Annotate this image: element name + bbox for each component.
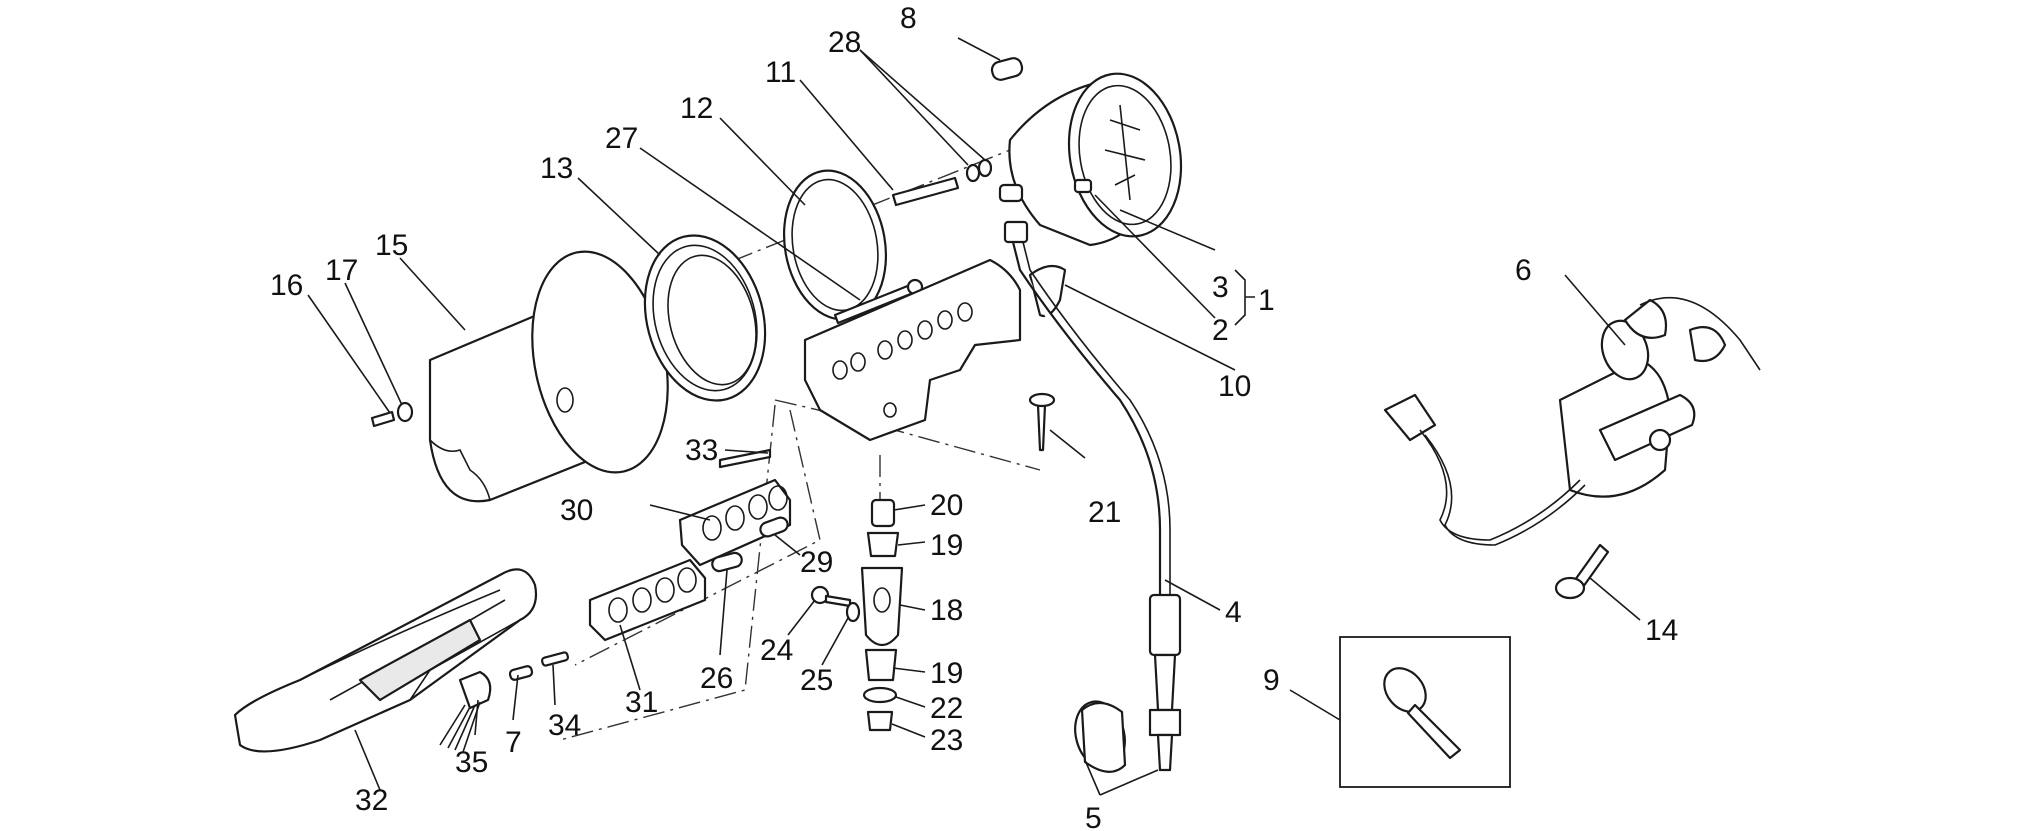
callout-31: 31 (625, 686, 658, 719)
leader-lines (307, 37, 1641, 796)
part-16-screw (370, 410, 396, 428)
part-1-speedometer (998, 72, 1183, 247)
callout-7: 7 (505, 726, 522, 759)
part-20-spacer (870, 498, 896, 528)
part-25-washer (845, 601, 861, 623)
callout-21: 21 (1088, 496, 1121, 529)
callout-22: 22 (930, 692, 963, 725)
part-30-warning-light-block (678, 478, 792, 567)
callout-26: 26 (700, 662, 733, 695)
callout-29: 29 (800, 546, 833, 579)
callout-3: 3 (1212, 271, 1229, 304)
part-6-ignition-switch (1383, 296, 1761, 546)
part-9-key-inset (1339, 636, 1511, 788)
callout-16: 16 (270, 269, 303, 302)
callout-2: 2 (1212, 314, 1229, 347)
callout-19-lower: 19 (930, 657, 963, 690)
callout-17: 17 (325, 254, 358, 287)
part-28-washers (965, 158, 993, 183)
callout-24: 24 (760, 634, 793, 667)
callout-labels: 8 28 11 12 27 13 15 17 16 3 1 2 10 21 4 … (270, 2, 1678, 831)
callout-1: 1 (1258, 284, 1275, 317)
part-23-nut (866, 710, 894, 732)
callout-35: 35 (455, 746, 488, 779)
part-17-washer (396, 401, 414, 423)
callout-23: 23 (930, 724, 963, 757)
part-34-screw (540, 651, 570, 667)
part-32-cover (233, 568, 538, 753)
part-4-speedo-cable (1003, 220, 1182, 772)
part-24-bolt (810, 585, 852, 608)
part-19-bush-lower (864, 648, 898, 682)
callout-14: 14 (1645, 614, 1678, 647)
callout-5: 5 (1085, 802, 1102, 831)
callout-12: 12 (680, 92, 713, 125)
part-8-bulb (990, 57, 1024, 81)
part-5-drive-gear (1074, 700, 1127, 773)
callout-34: 34 (548, 709, 581, 742)
part-19-bush-upper (866, 531, 900, 558)
part-26-lens (711, 551, 743, 573)
part-18-mount-block (860, 566, 904, 647)
callout-28: 28 (828, 26, 861, 59)
part-31-bulb-holders (588, 558, 707, 642)
callout-32: 32 (355, 784, 388, 817)
part-22-washer (862, 686, 898, 704)
part-35-socket (439, 670, 492, 753)
part-13-bezel-ring (643, 234, 767, 402)
part-7-bulb (508, 665, 534, 681)
callout-6: 6 (1515, 254, 1532, 287)
callout-25: 25 (800, 664, 833, 697)
callout-11: 11 (765, 56, 796, 89)
part-21-screw (1028, 392, 1056, 452)
callout-18: 18 (930, 594, 963, 627)
instrument-bracket (803, 258, 1022, 442)
part-29-lens (759, 516, 789, 538)
part-10-clip (1028, 264, 1067, 318)
mount-stack (860, 498, 904, 732)
callout-8: 8 (900, 2, 917, 35)
part-33-screw (718, 448, 772, 469)
part-14-screw (1554, 543, 1610, 600)
part-11-stud (891, 176, 960, 207)
callout-27: 27 (605, 122, 638, 155)
callout-10: 10 (1218, 370, 1251, 403)
callout-30: 30 (560, 494, 593, 527)
callout-15: 15 (375, 229, 408, 262)
callout-9: 9 (1263, 664, 1280, 697)
callout-33: 33 (685, 434, 718, 467)
callout-13: 13 (540, 152, 573, 185)
callout-4: 4 (1225, 596, 1242, 629)
callout-19-upper: 19 (930, 529, 963, 562)
callout-20: 20 (930, 489, 963, 522)
